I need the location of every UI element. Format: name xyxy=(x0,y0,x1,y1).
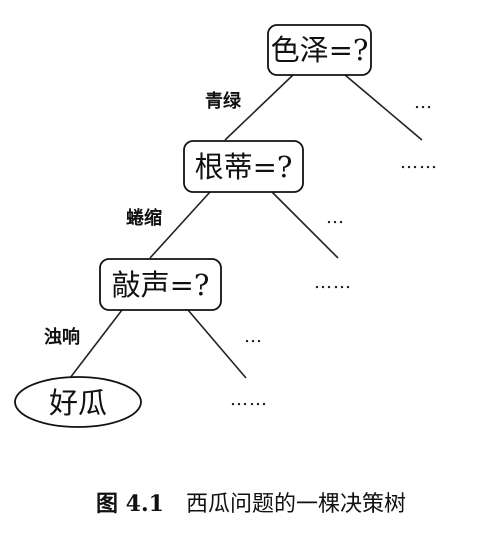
edge-root-to-right xyxy=(344,74,423,141)
figure-number: 图 4.1 xyxy=(96,491,164,517)
edge-label-quansuo: 蜷缩 xyxy=(126,207,162,229)
ellipsis-root-short: … xyxy=(414,92,433,113)
edge-third-to-right xyxy=(187,309,247,379)
edge-third-to-leaf xyxy=(69,309,123,379)
figure-caption: 图 4.1 西瓜问题的一棵决策树 xyxy=(0,486,502,518)
node-third: 敲声=? xyxy=(99,258,222,311)
node-leaf-label: 好瓜 xyxy=(49,386,107,420)
edge-second-to-right xyxy=(271,191,339,259)
node-root-label: 色泽=? xyxy=(271,33,369,67)
edge-label-qinglv: 青绿 xyxy=(205,90,242,112)
edge-second-to-third xyxy=(149,191,211,259)
node-third-label: 敲声=? xyxy=(112,268,210,302)
figure-title: 西瓜问题的一棵决策树 xyxy=(185,492,406,517)
ellipsis-second-long: …… xyxy=(314,272,352,293)
edge-label-zhuoxiang: 浊响 xyxy=(44,326,80,348)
node-second: 根蒂=? xyxy=(183,140,304,193)
node-root: 色泽=? xyxy=(267,24,372,76)
ellipsis-second-short: … xyxy=(326,207,345,228)
node-second-label: 根蒂=? xyxy=(195,150,293,184)
ellipsis-third-short: … xyxy=(244,326,263,347)
node-leaf: 好瓜 xyxy=(14,376,142,428)
edge-root-to-second xyxy=(224,74,294,141)
ellipsis-third-long: …… xyxy=(230,389,268,410)
ellipsis-root-long: …… xyxy=(400,152,438,173)
